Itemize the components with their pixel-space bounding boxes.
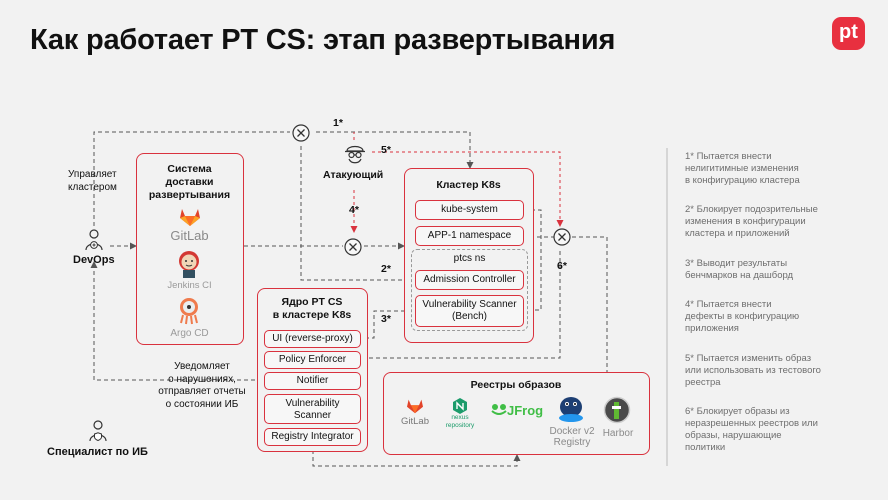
marker-3: 3* xyxy=(381,313,391,325)
registry-gitlab-icon xyxy=(406,398,424,419)
page-title: Как работает PT CS: этап развертывания xyxy=(30,24,616,56)
note-2: 2* Блокирует подозрительные изменения в … xyxy=(685,204,818,239)
notify-text: Уведомляет о нарушениях, отправляет отче… xyxy=(158,361,246,410)
jfrog-icon xyxy=(490,402,508,421)
delivery-system-box: Система доставки развертывания GitLab Je… xyxy=(136,153,244,345)
core-registry-integrator-label: Registry Integrator xyxy=(271,431,354,442)
marker-6: 6* xyxy=(557,260,567,272)
registry-jfrog-label: JFrog xyxy=(507,403,544,418)
jenkins-icon xyxy=(175,249,203,284)
cluster-item-vulnerability-scanner-bench: Vulnerability Scanner (Bench) xyxy=(415,295,524,327)
core-item-ui: UI (reverse-proxy) xyxy=(264,330,361,348)
registries-title: Реестры образов xyxy=(470,379,562,391)
attacker-label: Атакующий xyxy=(323,169,384,181)
nexus-icon xyxy=(452,397,468,420)
block-x-icon xyxy=(552,227,572,252)
specialist-user-icon xyxy=(88,420,108,447)
core-item-notifier: Notifier xyxy=(264,372,361,390)
delivery-title: Система доставки развертывания xyxy=(148,163,231,201)
pt-logo: pt xyxy=(832,17,865,50)
core-title: Ядро PT CS в кластере K8s xyxy=(272,296,352,321)
cluster-item-kube-system: kube-system xyxy=(415,200,524,220)
devops-manages-text: Управляет кластером xyxy=(68,169,117,193)
core-ptcs-box: Ядро PT CS в кластере K8s xyxy=(257,288,368,452)
note-4: 4* Пытается внести дефекты в конфигураци… xyxy=(685,299,800,334)
ptcs-ns-group xyxy=(411,249,528,331)
core-item-policy-enforcer: Policy Enforcer xyxy=(264,351,361,369)
block-x-icon xyxy=(291,123,311,148)
block-x-icon xyxy=(343,237,363,262)
admission-controller-label: Admission Controller xyxy=(423,274,516,285)
specialist-label: Специалист по ИБ xyxy=(47,446,148,458)
argocd-icon xyxy=(177,297,201,330)
delivery-tool-jenkins: Jenkins CI xyxy=(167,280,212,291)
harbor-icon xyxy=(603,396,631,429)
marker-5: 5* xyxy=(381,144,391,156)
delivery-tool-argocd: Argo CD xyxy=(170,328,209,339)
note-1: 1* Пытается внести нелигитимные изменени… xyxy=(685,151,800,186)
cluster-item-app-namespace: APP-1 namespace xyxy=(415,226,524,246)
core-notifier-label: Notifier xyxy=(296,375,329,386)
marker-4: 4* xyxy=(349,204,359,216)
registry-docker-label: Docker v2 Registry xyxy=(549,426,595,448)
docker-icon xyxy=(557,393,585,428)
marker-2: 2* xyxy=(381,263,391,275)
delivery-tool-gitlab: GitLab xyxy=(170,228,209,243)
app-namespace-label: APP-1 namespace xyxy=(427,230,512,241)
core-item-registry-integrator: Registry Integrator xyxy=(264,428,361,446)
registry-nexus-label: nexus repository xyxy=(445,414,475,429)
marker-1: 1* xyxy=(333,117,343,129)
registry-gitlab-label: GitLab xyxy=(401,416,429,427)
devops-label: DevOps xyxy=(73,254,115,266)
vulnerability-scanner-bench-label: Vulnerability Scanner (Bench) xyxy=(422,299,517,322)
cluster-item-admission-controller: Admission Controller xyxy=(415,270,524,290)
core-ui-label: UI (reverse-proxy) xyxy=(272,333,353,344)
devops-user-icon xyxy=(84,229,104,256)
ptcs-ns-label: ptcs ns xyxy=(453,253,486,264)
note-5: 5* Пытается изменить образ или использов… xyxy=(685,353,821,388)
note-3: 3* Выводит результаты бенчмарков на дашб… xyxy=(685,258,794,281)
gitlab-icon xyxy=(179,207,201,232)
registry-harbor-label: Harbor xyxy=(602,428,634,439)
core-vulnerability-scanner-label: Vulnerability Scanner xyxy=(285,398,340,421)
kube-system-label: kube-system xyxy=(441,204,498,215)
attacker-icon xyxy=(343,141,367,170)
core-item-vulnerability-scanner: Vulnerability Scanner xyxy=(264,394,361,424)
core-policy-enforcer-label: Policy Enforcer xyxy=(278,354,347,365)
note-6: 6* Блокирует образы из неразрешенных рее… xyxy=(685,406,818,453)
cluster-title: Кластер K8s xyxy=(436,179,501,191)
